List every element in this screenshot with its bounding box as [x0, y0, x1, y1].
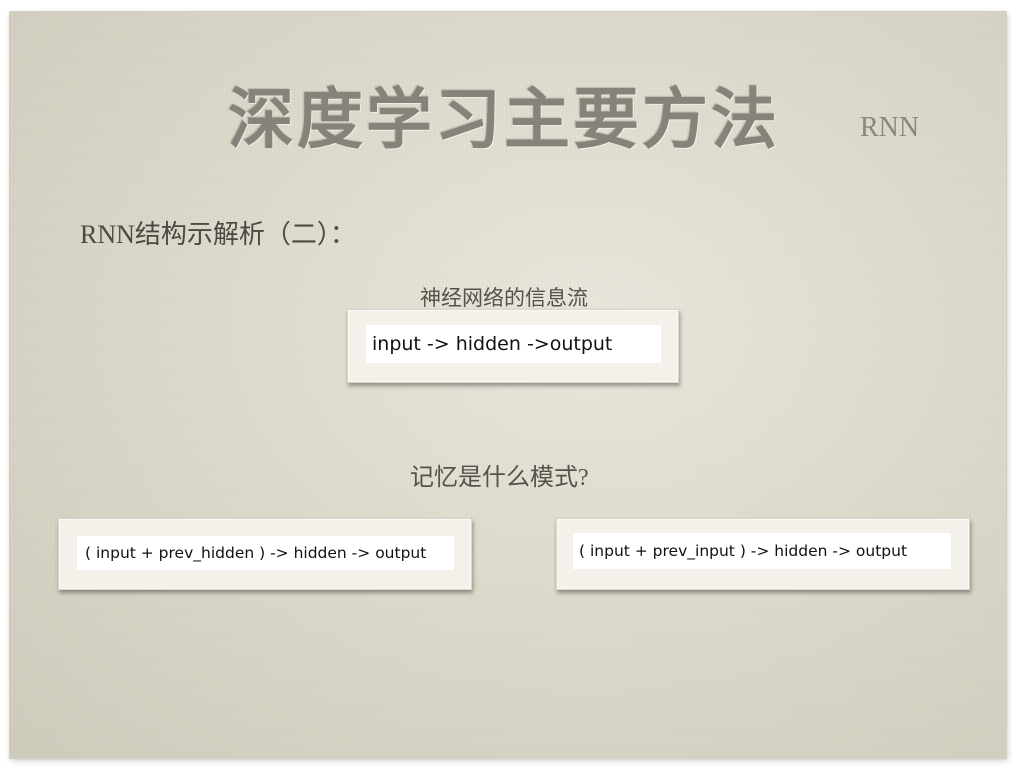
memory-caption: 记忆是什么模式? [410, 465, 589, 491]
flow-card: input -> hidden ->output [347, 309, 679, 383]
slide: 深度学习主要方法 RNN RNN结构示解析（二）： 神经网络的信息流 input… [10, 12, 1006, 758]
memory-option-text: ( input + prev_input ) -> hidden -> outp… [573, 533, 951, 569]
slide-tag: RNN [860, 112, 920, 143]
flow-caption: 神经网络的信息流 [420, 286, 588, 310]
section-heading: RNN结构示解析（二）： [80, 220, 356, 249]
flow-text: input -> hidden ->output [366, 325, 661, 363]
memory-option-card: ( input + prev_hidden ) -> hidden -> out… [58, 518, 472, 590]
slide-title: 深度学习主要方法 [228, 80, 780, 158]
memory-option-card: ( input + prev_input ) -> hidden -> outp… [556, 518, 970, 590]
memory-option-text: ( input + prev_hidden ) -> hidden -> out… [77, 536, 454, 570]
